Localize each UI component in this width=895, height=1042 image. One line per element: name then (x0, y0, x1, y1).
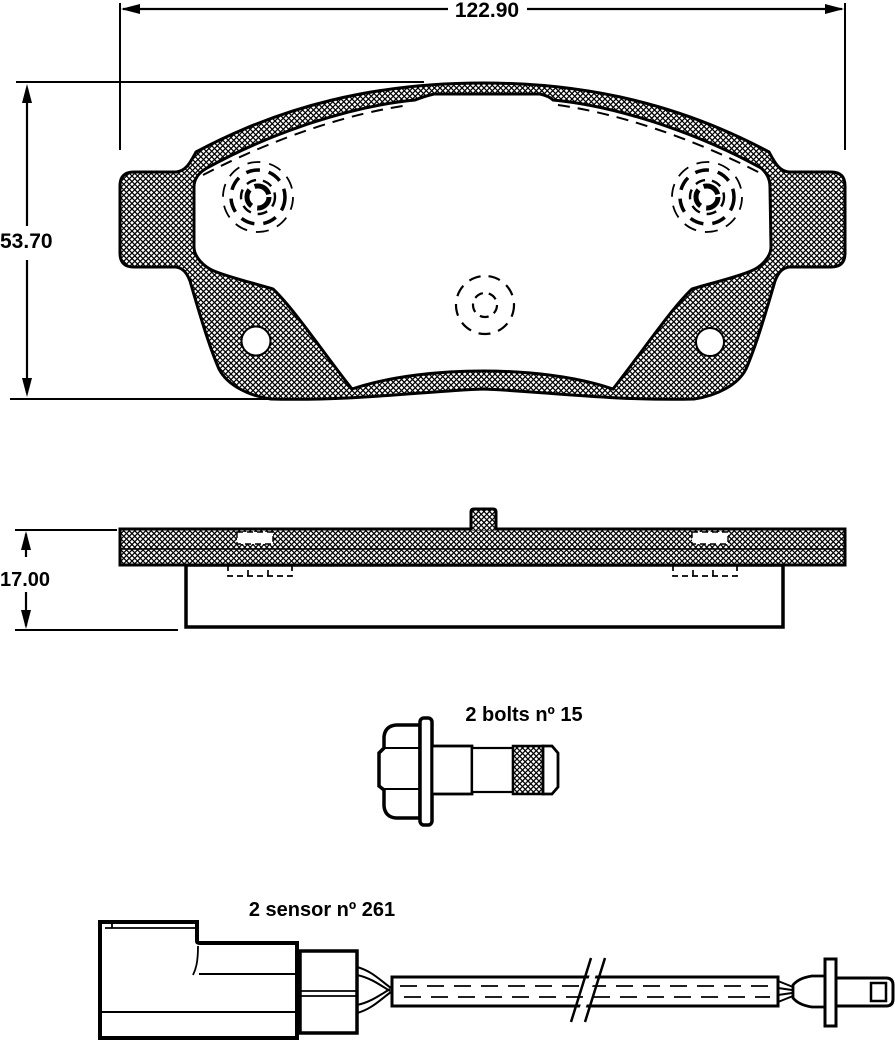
lobe-hole-right (695, 327, 725, 357)
backing-plate (118, 527, 847, 567)
bolt-hex-head (377, 723, 422, 820)
cable-break-gap (576, 961, 600, 1020)
damper-circles-left (222, 161, 294, 233)
bolt-thread-section (511, 744, 545, 796)
dim-thickness-value: 17.00 (0, 569, 50, 591)
damper-circles-right (671, 161, 743, 233)
sensor-head-flange (823, 957, 838, 1028)
dimension-width: 122.90 (119, 0, 846, 150)
dim-arrow-left (121, 4, 140, 14)
bolts-label: 2 bolts nº 15 (465, 704, 582, 726)
bolt-flange (418, 716, 434, 827)
clip-dashed-left (227, 565, 293, 577)
dim-height-value: 53.70 (0, 230, 53, 253)
plate-tab (469, 507, 498, 530)
bolt-shank (430, 744, 474, 796)
sensor-head-neck (791, 974, 828, 1009)
mounting-bolt-drawing (377, 716, 560, 827)
brake-pad-side-view (118, 507, 847, 629)
sensor-head-wires (777, 980, 794, 1003)
cable-break-slash-1 (569, 957, 593, 1023)
dim-arrow-up (22, 84, 32, 103)
clip-window-left (236, 531, 274, 545)
center-dashed-circles (454, 274, 516, 336)
shim-dashed-line-right (557, 104, 765, 176)
dim-arrow-up (21, 531, 31, 550)
dim-arrow-down (21, 610, 31, 629)
sensor-terminal-block (298, 949, 359, 1035)
cable-break-slash-2 (583, 957, 607, 1023)
dim-arrow-down (22, 378, 32, 397)
brake-pad-front-view (118, 81, 847, 401)
shim-dashed-line-left (202, 104, 410, 176)
bolt-shank-step (470, 746, 515, 794)
pad-friction-face (192, 92, 773, 391)
sensor-label: 2 sensor nº 261 (249, 899, 395, 921)
connector-step-curve (192, 945, 199, 976)
bolt-tip (541, 744, 560, 796)
wear-sensor-drawing (98, 920, 895, 1040)
dimension-thickness: 17.00 (0, 529, 178, 631)
dim-arrow-right (825, 4, 844, 14)
clip-dashed-right (672, 565, 738, 577)
sensor-wires (356, 966, 392, 1014)
dimension-height: 53.70 (0, 81, 424, 400)
sensor-connector-body (98, 920, 299, 1040)
lobe-hole-left (240, 325, 272, 357)
dim-width-value: 122.90 (455, 0, 519, 22)
sensor-tip-slot (869, 981, 888, 1003)
clip-window-right (691, 531, 729, 545)
